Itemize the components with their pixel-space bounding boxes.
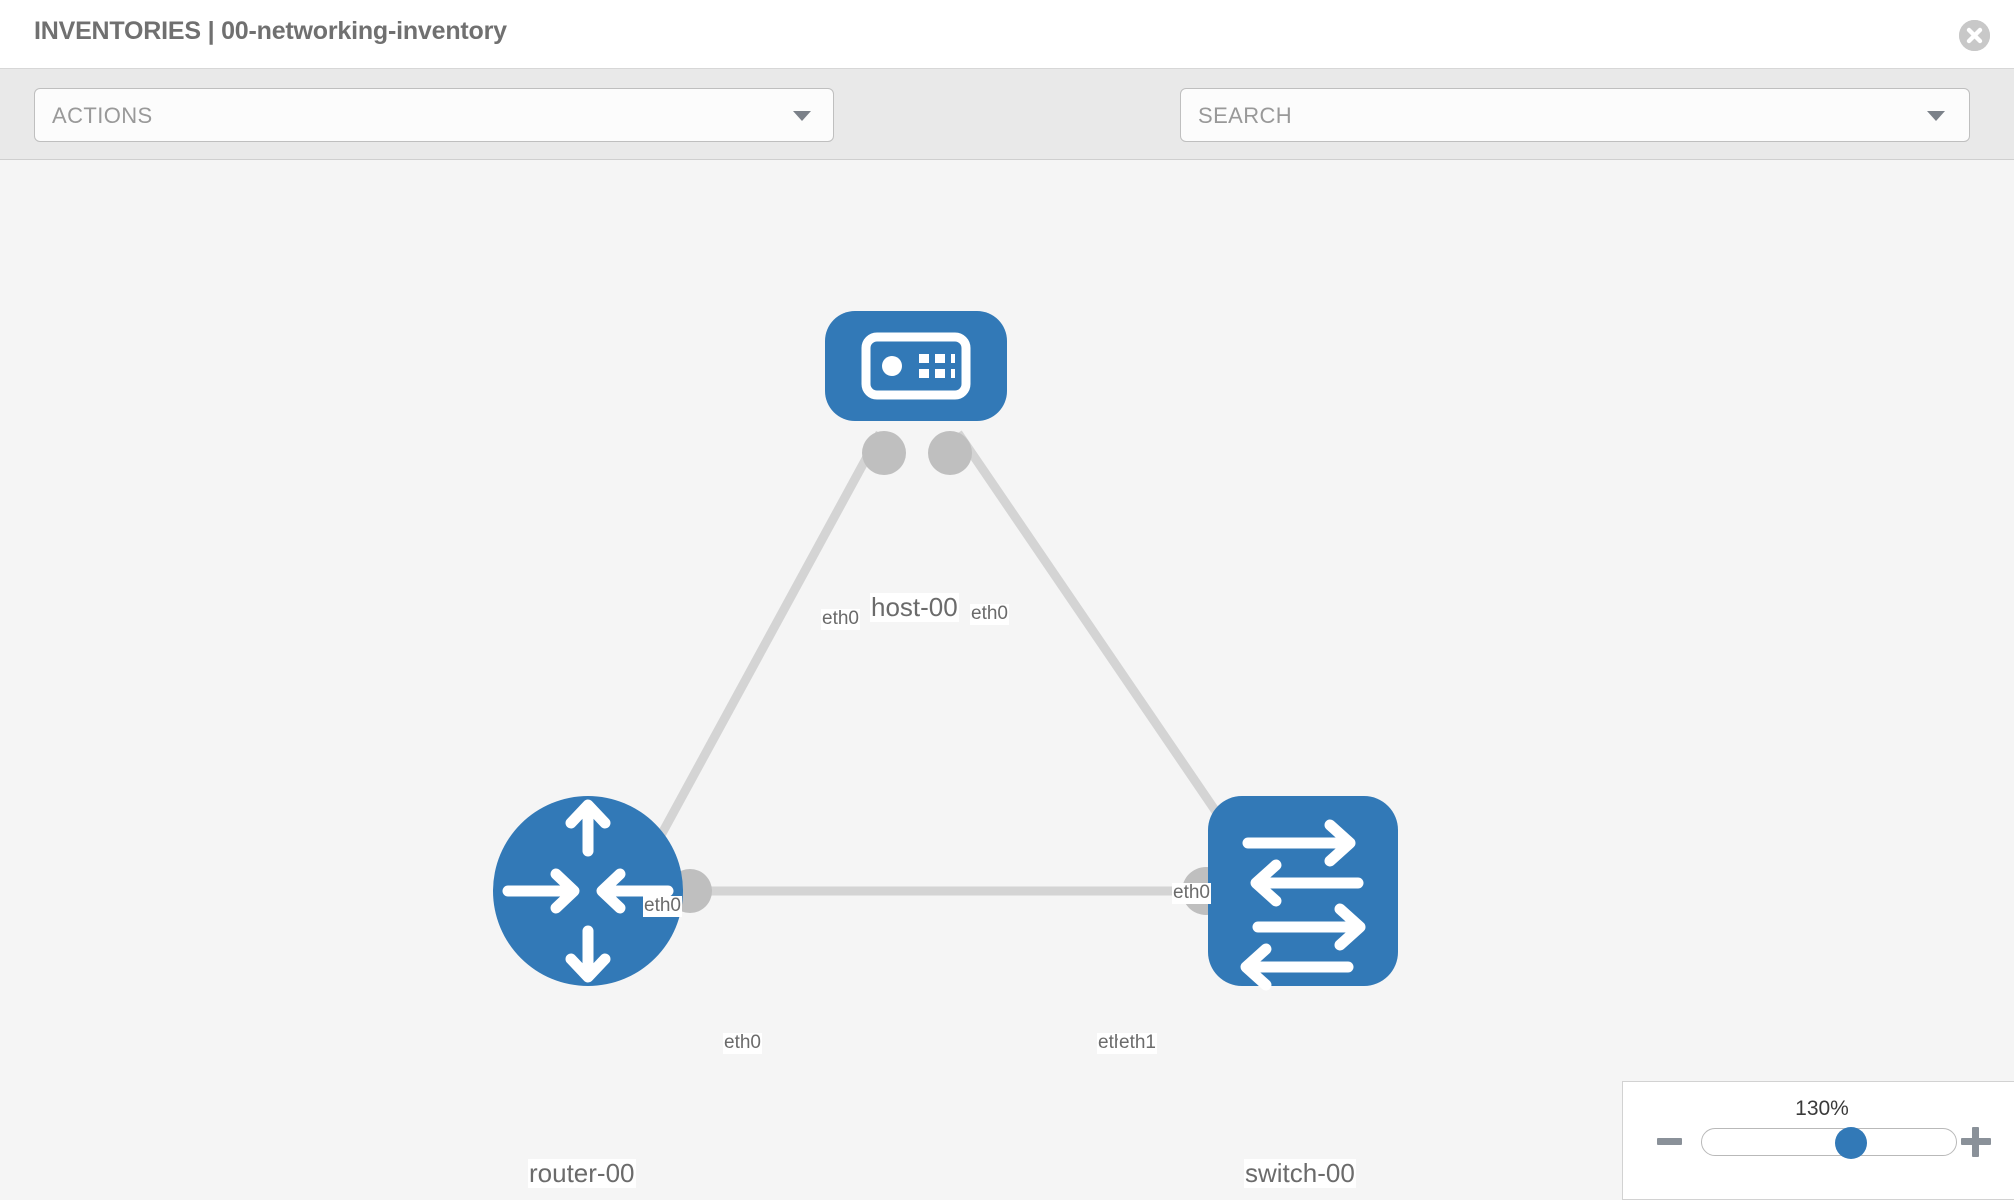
plus-icon[interactable] [1961,1127,1991,1157]
topology-ports [668,431,1259,915]
topology-node-switch-00[interactable] [1208,796,1398,991]
iface-label-router00-east: eth0 [723,1032,762,1054]
iface-label-switch00-west-b: eth1 [1118,1032,1157,1054]
topology-canvas[interactable]: eth0 eth0 eth0 eth0 eth0 eth0 eth1 host-… [0,161,2014,1200]
actions-dropdown[interactable]: ACTIONS [34,88,834,142]
actions-dropdown-label: ACTIONS [52,103,153,128]
close-button[interactable] [1959,20,1990,51]
switch-arrows-icon [1240,819,1366,991]
iface-label-host00-right: eth0 [970,603,1009,625]
server-appliance-icon [861,332,971,400]
chevron-down-icon [1927,111,1945,121]
port-nub-host00-left[interactable] [862,431,906,475]
iface-label-router00-uplink: eth0 [643,895,682,917]
chevron-down-icon [793,111,811,121]
topology-node-host-00[interactable] [825,311,1007,421]
router-arrows-icon [502,799,674,983]
zoom-level-value: 130% [1795,1097,1849,1120]
zoom-slider-thumb[interactable] [1835,1127,1868,1159]
node-label-host-00: host-00 [870,592,959,622]
page-header: INVENTORIES | 00-networking-inventory [0,0,2014,69]
page-title: INVENTORIES | 00-networking-inventory [34,17,507,45]
node-label-switch-00: switch-00 [1244,1158,1356,1188]
iface-label-host00-left: eth0 [821,608,860,630]
zoom-control-panel: 130% [1622,1081,2014,1200]
search-input[interactable]: SEARCH [1180,88,1970,142]
toolbar: ACTIONS SEARCH [0,69,2014,197]
topology-node-router-00[interactable] [493,796,683,986]
zoom-slider-track[interactable] [1701,1128,1957,1156]
close-icon [1959,20,1990,51]
link-host00-switch00[interactable] [954,430,1240,844]
topology-links [643,430,1240,896]
iface-label-switch00-uplink: eth0 [1172,882,1211,904]
topology-graph [493,311,1398,991]
link-host00-router00[interactable] [643,430,884,864]
port-nub-host00-right[interactable] [928,431,972,475]
search-placeholder: SEARCH [1198,103,1293,128]
minus-icon[interactable] [1657,1138,1682,1145]
node-label-router-00: router-00 [528,1158,636,1188]
